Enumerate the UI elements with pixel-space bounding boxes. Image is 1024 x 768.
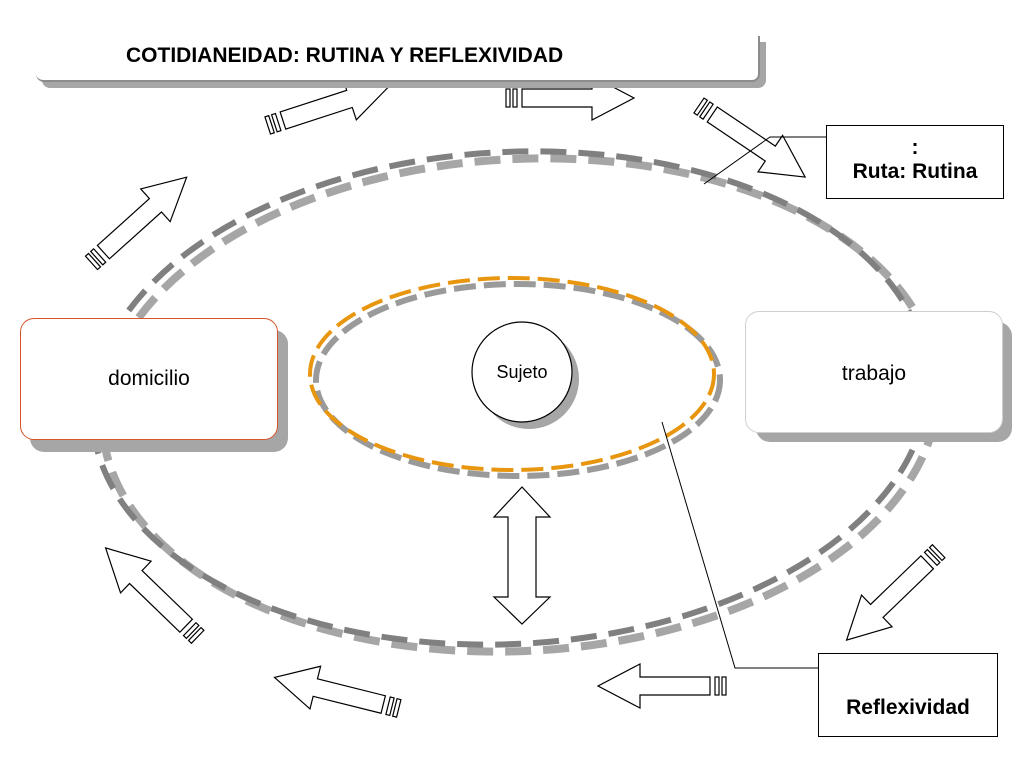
reflexividad-label: Reflexividad <box>846 696 970 719</box>
ruta-callout: : Ruta: Rutina <box>826 125 1004 199</box>
sujeto-label: Sujeto <box>496 362 548 382</box>
flow-arrow-icon <box>76 160 202 280</box>
ruta-callout-line2: Ruta: Rutina <box>852 160 978 183</box>
title-face <box>36 36 760 82</box>
sujeto-circle <box>471 321 573 423</box>
ruta-callout-line1: : <box>911 136 919 159</box>
flow-arrow-icon <box>830 534 955 657</box>
trabajo-box: trabajo <box>745 311 1003 433</box>
trabajo-label: trabajo <box>841 362 907 385</box>
inner-ellipse-shadow <box>313 281 723 479</box>
domicilio-box: domicilio <box>20 318 278 440</box>
ruta-leader-line <box>703 136 826 185</box>
domicilio-label: domicilio <box>108 367 190 390</box>
flow-arrow-icon <box>89 531 214 654</box>
reflexividad-callout: Reflexividad <box>818 653 998 737</box>
title-bar: COTIDIANEIDAD: RUTINA Y REFLEXIVIDAD <box>36 36 766 88</box>
reflexivity-ellipse <box>308 276 716 472</box>
reflexividad-leader-line <box>661 421 818 669</box>
flow-arrow-icon <box>268 655 405 731</box>
diagram-title: COTIDIANEIDAD: RUTINA Y REFLEXIVIDAD <box>126 44 564 67</box>
flow-arrow-icon <box>597 663 727 709</box>
double-arrow-icon <box>492 486 552 625</box>
